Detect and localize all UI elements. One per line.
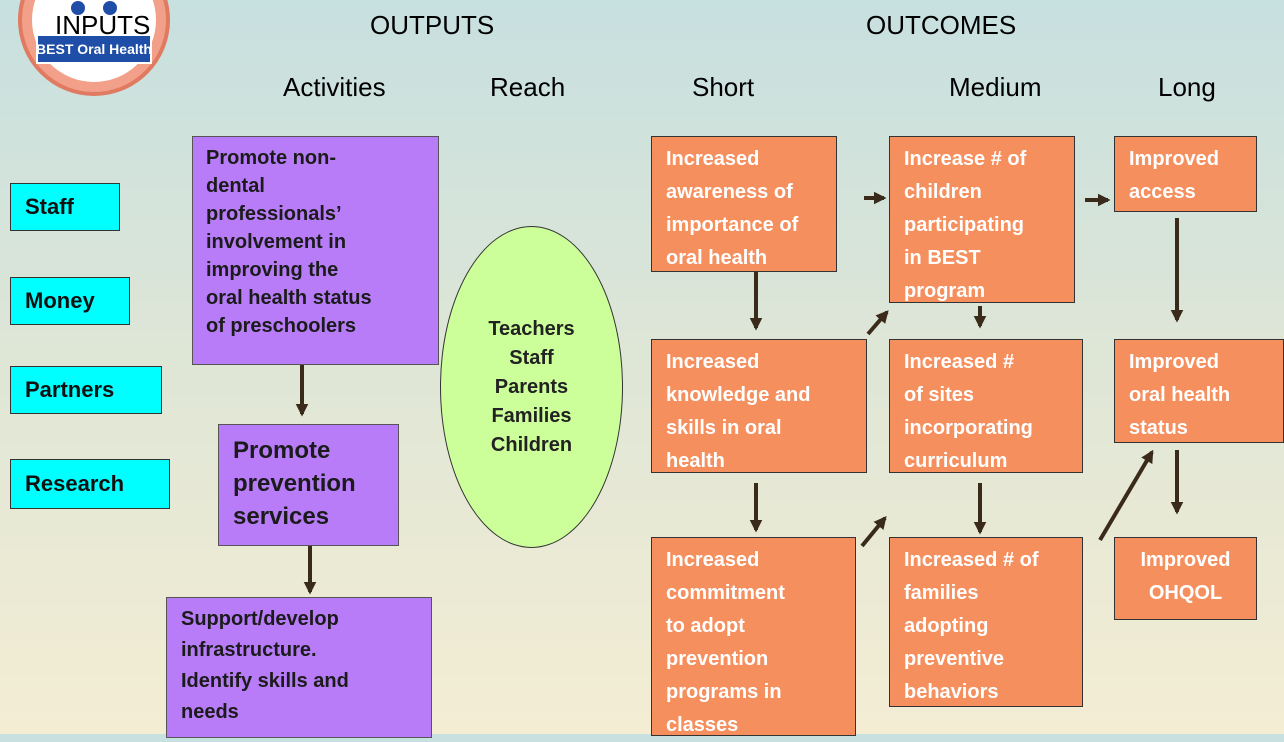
outcome-long-ohqol: Improved OHQOL (1114, 537, 1257, 620)
header-inputs: INPUTS (55, 10, 151, 40)
outcome-medium-families: Increased # of families adopting prevent… (889, 537, 1083, 707)
outcome-line: in BEST (904, 247, 981, 269)
outcome-medium-sites: Increased # of sites incorporating curri… (889, 339, 1083, 473)
outcome-line: Improved (1129, 351, 1220, 373)
outcome-line: preventive (904, 648, 1005, 670)
activity-box-promote-professionals: Promote non- dental professionals’ invol… (192, 136, 439, 365)
activity-line: improving the (206, 259, 339, 281)
subheader-activities: Activities (283, 72, 386, 102)
outcome-line: awareness of (666, 181, 793, 203)
logo-badge: BEST Oral Health (36, 34, 152, 64)
input-box-research: Research (10, 459, 170, 509)
outcome-long-oral-health-status: Improved oral health status (1114, 339, 1284, 443)
arrow-families-to-oral-health-status (1098, 449, 1154, 542)
outcome-line: Increase # of (904, 148, 1027, 170)
outcome-line: Increased (666, 148, 760, 170)
outcome-line: adopting (904, 615, 989, 637)
outcome-line: prevention (666, 648, 769, 670)
arrow-knowledge-to-participation (866, 310, 889, 336)
subheader-reach: Reach (490, 72, 566, 102)
outcome-line: status (1129, 417, 1188, 439)
subheader-short: Short (692, 72, 755, 102)
outcome-line: skills in oral (666, 417, 782, 439)
subheader-medium: Medium (949, 72, 1042, 102)
outcome-line: Improved (1129, 148, 1220, 170)
outcome-line: Increased # of (904, 549, 1039, 571)
outcome-line: children (904, 181, 982, 203)
activity-line: infrastructure. (181, 639, 317, 661)
outcome-line: Increased (666, 351, 760, 373)
outcome-line: programs in (666, 681, 782, 703)
subheader-long: Long (1158, 72, 1216, 102)
outcome-line: of sites (904, 384, 975, 406)
outcome-short-knowledge: Increased knowledge and skills in oral h… (651, 339, 867, 473)
outcome-line: health (666, 450, 725, 472)
outcome-line: Increased (666, 549, 760, 571)
outcome-line: participating (904, 214, 1025, 236)
reach-item: Children (490, 433, 573, 456)
input-box-money: Money (10, 277, 130, 325)
header-outcomes: OUTCOMES (866, 10, 1017, 40)
outcome-medium-participation: Increase # of children participating in … (889, 136, 1075, 303)
activity-line: Promote non- (206, 147, 336, 169)
outcome-line: families (904, 582, 979, 604)
activity-line: Promote (233, 437, 331, 464)
outcome-line: curriculum (904, 450, 1008, 472)
reach-item: Teachers (488, 317, 575, 340)
outcome-line: behaviors (904, 681, 999, 703)
arrow-commitment-to-sites (860, 516, 887, 548)
outcome-line: Improved (1140, 549, 1231, 571)
activity-line: oral health status (206, 287, 372, 309)
activity-line: dental (206, 175, 265, 197)
outcome-short-commitment: Increased commitment to adopt prevention… (651, 537, 856, 736)
activity-line: Identify skills and (181, 670, 349, 692)
outcome-line: importance of (666, 214, 799, 236)
outcome-line: OHQOL (1148, 582, 1223, 604)
activity-line: Support/develop (181, 608, 339, 630)
activity-box-support-infrastructure: Support/develop infrastructure. Identify… (166, 597, 432, 738)
activity-line: of preschoolers (206, 315, 357, 337)
activity-line: professionals’ (206, 203, 342, 225)
outcome-short-awareness: Increased awareness of importance of ora… (651, 136, 837, 272)
outcome-long-access: Improved access (1114, 136, 1257, 212)
activity-line: services (233, 503, 330, 530)
reach-item: Staff (509, 346, 554, 369)
activity-box-promote-prevention: Promote prevention services (218, 424, 399, 546)
outcome-line: oral health (666, 247, 768, 269)
reach-ellipse: Teachers Staff Parents Families Children (440, 226, 623, 548)
outcome-line: commitment (666, 582, 785, 604)
outcome-line: classes (666, 714, 739, 736)
outcome-line: to adopt (666, 615, 745, 637)
best-oral-health-logo: BEST Oral Health (14, 0, 174, 100)
reach-item: Families (491, 404, 572, 427)
activity-line: needs (181, 701, 239, 723)
reach-item: Parents (494, 375, 569, 398)
activity-line: involvement in (206, 231, 347, 253)
input-box-staff: Staff (10, 183, 120, 231)
header-outputs: OUTPUTS (370, 10, 495, 40)
activity-line: prevention (233, 470, 356, 497)
input-box-partners: Partners (10, 366, 162, 414)
outcome-line: knowledge and (666, 384, 811, 406)
outcome-line: incorporating (904, 417, 1033, 439)
outcome-line: access (1129, 181, 1196, 203)
outcome-line: Increased # (904, 351, 1015, 373)
outcome-line: program (904, 280, 986, 302)
outcome-line: oral health (1129, 384, 1231, 406)
